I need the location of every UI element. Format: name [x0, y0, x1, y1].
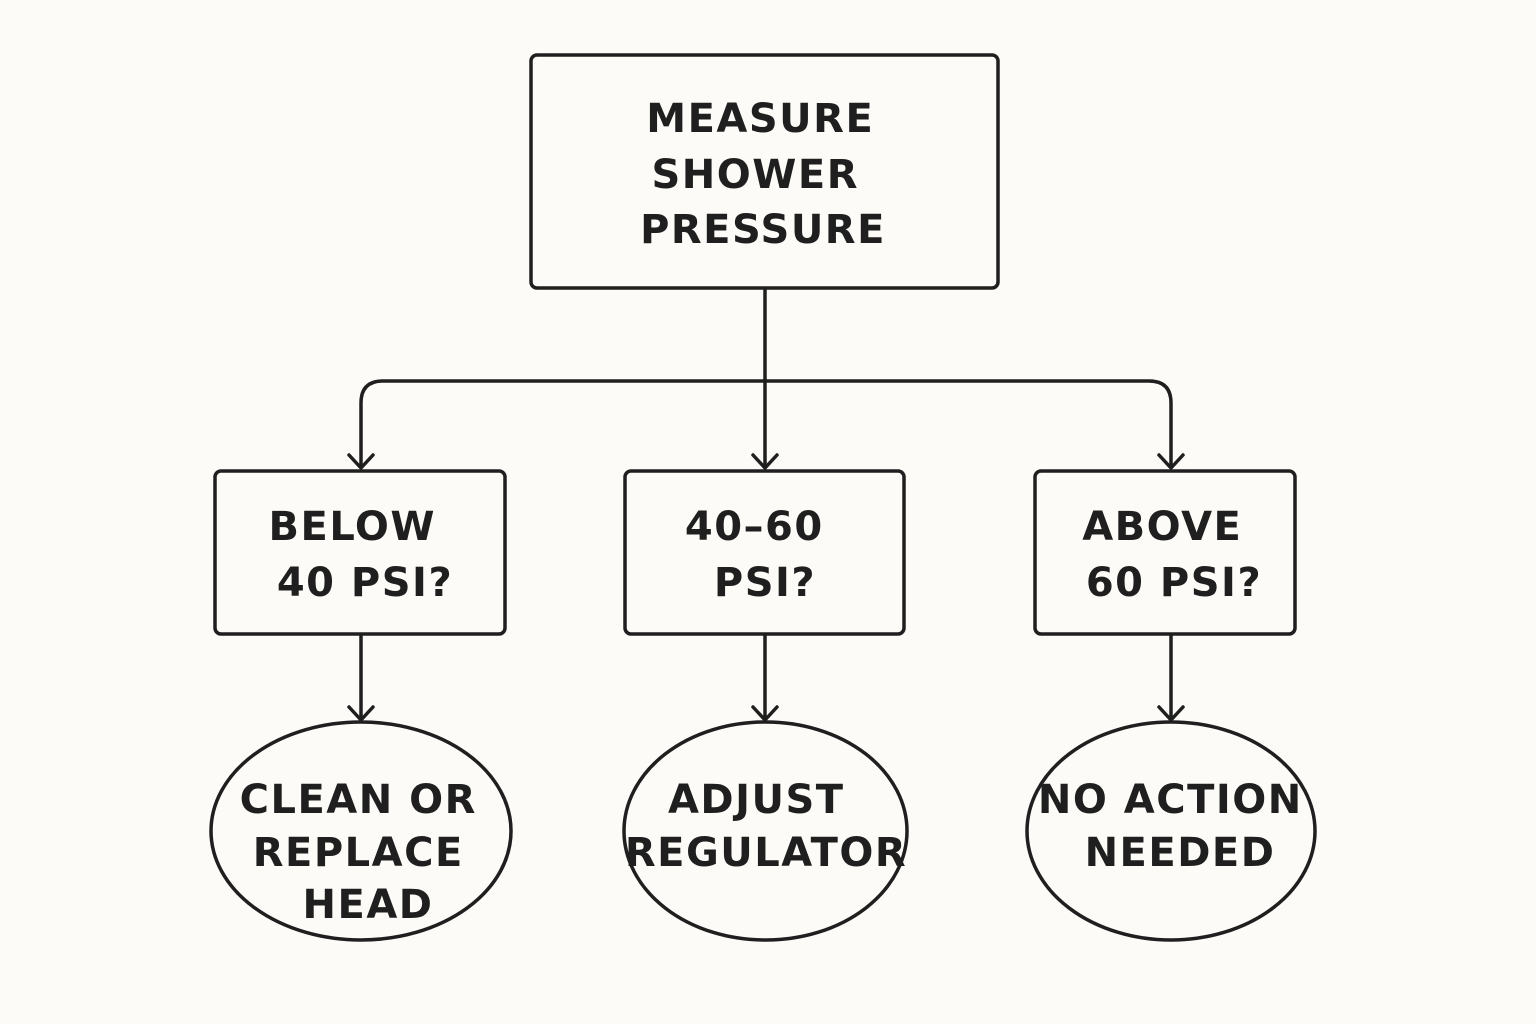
root-node-label: MEASURE SHOWER PRESSURE	[640, 96, 890, 253]
outcome-1-line-2: REPLACE	[253, 830, 464, 876]
decision-node-2-box	[623, 469, 906, 636]
outcome-1-line-3: HEAD	[303, 882, 434, 928]
decision-3-line-1: ABOVE	[1082, 504, 1242, 550]
arrowhead-decision-3	[1157, 453, 1185, 470]
decision-2-line-1: 40–60	[685, 504, 824, 550]
decision-node-3-box	[1033, 469, 1297, 636]
connectors	[359, 286, 1173, 720]
decision-3-line-2: 60 PSI?	[1086, 560, 1262, 606]
connector-branch-left	[359, 379, 767, 468]
outcome-3-line-1: NO ACTION	[1038, 777, 1303, 823]
root-node-box	[529, 53, 1000, 290]
decision-node-3-label: ABOVE 60 PSI?	[1082, 504, 1262, 606]
arrowheads	[347, 453, 1185, 722]
outcome-node-1-shape	[209, 720, 513, 942]
connector-branch-right	[763, 379, 1173, 468]
outcome-node-2-label: ADJUST REGULATOR	[625, 777, 907, 876]
decision-node-2-label: 40–60 PSI?	[685, 504, 839, 606]
decision-1-line-2: 40 PSI?	[277, 560, 453, 606]
decision-node-1: BELOW 40 PSI?	[213, 469, 507, 636]
decision-1-line-1: BELOW	[269, 504, 437, 550]
outcome-2-line-2: REGULATOR	[625, 830, 907, 876]
outcome-node-1: CLEAN OR REPLACE HEAD	[209, 720, 513, 942]
arrowhead-outcome-2	[751, 705, 779, 722]
outcome-node-1-label: CLEAN OR REPLACE HEAD	[240, 777, 493, 928]
decision-node-1-label: BELOW 40 PSI?	[269, 504, 454, 606]
outcome-3-line-2: NEEDED	[1085, 830, 1276, 876]
outcome-2-line-1: ADJUST	[668, 777, 845, 823]
decision-node-1-box	[213, 469, 507, 636]
decision-node-2: 40–60 PSI?	[623, 469, 906, 636]
root-line-3: PRESSURE	[640, 207, 886, 253]
outcome-node-2: ADJUST REGULATOR	[622, 720, 909, 942]
outcome-node-3-label: NO ACTION NEEDED	[1038, 777, 1318, 876]
arrowhead-outcome-1	[347, 705, 375, 722]
arrowhead-outcome-3	[1157, 705, 1185, 722]
root-line-1: MEASURE	[646, 96, 874, 142]
outcome-node-3-shape	[1025, 720, 1317, 942]
outcome-1-line-1: CLEAN OR	[240, 777, 477, 823]
decision-node-3: ABOVE 60 PSI?	[1033, 469, 1297, 636]
outcome-node-2-shape	[622, 720, 909, 942]
root-line-2: SHOWER	[652, 152, 860, 198]
root-node: MEASURE SHOWER PRESSURE	[529, 53, 1000, 290]
arrowhead-decision-2	[751, 453, 779, 470]
outcome-node-3: NO ACTION NEEDED	[1025, 720, 1318, 942]
arrowhead-decision-1	[347, 453, 375, 470]
decision-2-line-2: PSI?	[714, 560, 816, 606]
